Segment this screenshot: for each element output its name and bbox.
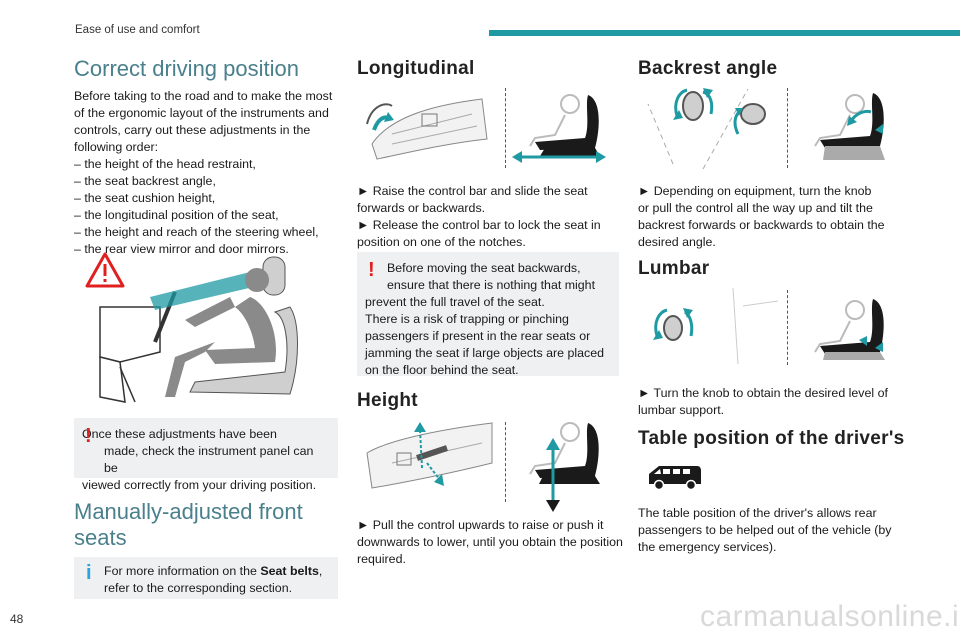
info-text: For more information on the	[104, 564, 261, 578]
info-note: i For more information on the Seat belts…	[74, 557, 338, 599]
section-title: Manually-adjusted front seats	[74, 499, 303, 551]
section-title-line: seats	[74, 525, 127, 550]
backrest-seat-diagram	[814, 93, 885, 160]
instruction-line: lumbar support.	[638, 403, 725, 417]
body-line: The table position of the driver's allow…	[638, 506, 877, 520]
body-line: passengers to be helped out of the vehic…	[638, 523, 892, 537]
backrest-text: ► Depending on equipment, turn the knob …	[638, 183, 908, 251]
height-heading: Height	[357, 390, 418, 411]
body-line: the emergency services).	[638, 540, 777, 554]
instruction-line: or pull the control all the way up and t…	[638, 201, 873, 215]
info-line: For more information on the Seat belts,	[104, 563, 328, 580]
warning-line: prevent the full travel of the seat.	[365, 295, 545, 309]
height-seat-control-illustration	[366, 422, 493, 489]
warning-line: Before moving the seat backwards,	[387, 261, 581, 275]
height-text: ► Pull the control upwards to raise or p…	[357, 517, 632, 568]
section-header: Ease of use and comfort	[75, 24, 200, 36]
intro-line: – the height of the head restraint,	[74, 157, 256, 171]
watermark: carmanualsonline.info	[700, 600, 960, 633]
info-line: refer to the corresponding section.	[104, 581, 293, 595]
header-accent-bar	[489, 30, 960, 36]
warning-line: Once these adjustments have been	[82, 427, 277, 441]
page-number: 48	[10, 612, 24, 626]
longitudinal-text: ► Raise the control bar and slide the se…	[357, 183, 627, 251]
intro-line: Before taking to the road and to make th…	[74, 89, 333, 103]
warning-line: on the floor behind the seat.	[365, 363, 519, 377]
instruction-line: forwards or backwards.	[357, 201, 486, 215]
instruction-line: ► Turn the knob to obtain the desired le…	[638, 386, 888, 400]
section-title-line: Manually-adjusted front	[74, 499, 303, 524]
instruction-line: ► Depending on equipment, turn the knob	[638, 184, 872, 198]
driving-position-illustration	[85, 252, 298, 403]
exclamation-icon: !	[368, 259, 375, 281]
instruction-line: downwards to lower, until you obtain the…	[357, 535, 623, 549]
instruction-line: ► Raise the control bar and slide the se…	[357, 184, 588, 198]
intro-line: – the seat cushion height,	[74, 191, 216, 205]
intro-line: of the ergonomic layout of the instrumen…	[74, 106, 329, 120]
intro-line: – the longitudinal position of the seat,	[74, 208, 279, 222]
divider	[787, 290, 788, 365]
table-position-heading: Table position of the driver's	[638, 428, 905, 449]
warning-triangle-icon	[85, 252, 125, 288]
longitudinal-seat-control-illustration	[366, 98, 488, 160]
intro-line: – the rear view mirror and door mirrors.	[74, 242, 289, 256]
longitudinal-seat-diagram	[512, 94, 606, 163]
longitudinal-heading: Longitudinal	[357, 58, 475, 79]
instruction-line: desired angle.	[638, 235, 716, 249]
warning-note-2: ! Before moving the seat backwards, ensu…	[357, 252, 619, 377]
info-text: ,	[318, 564, 323, 578]
lumbar-knob-illustration	[653, 287, 779, 365]
instruction-line: backrest forwards or backwards to obtain…	[638, 218, 885, 232]
warning-line: jamming the seat if large objects are pl…	[365, 346, 604, 360]
page-title: Correct driving position	[74, 56, 299, 81]
intro-line: controls, carry out these adjustments in…	[74, 123, 311, 137]
warning-line: passengers if present in the rear seats …	[365, 329, 591, 343]
instruction-line: required.	[357, 552, 406, 566]
lumbar-heading: Lumbar	[638, 258, 710, 279]
warning-line: made, check the instrument panel can be	[104, 444, 314, 475]
instruction-line: ► Release the control bar to lock the se…	[357, 218, 601, 232]
warning-line: There is a risk of trapping or pinching	[365, 312, 569, 326]
warning-note-1: ! Once these adjustments have been made,…	[74, 418, 338, 492]
exclamation-icon: !	[85, 425, 92, 447]
lumbar-text: ► Turn the knob to obtain the desired le…	[638, 385, 908, 419]
warning-line: ensure that there is nothing that might	[387, 278, 596, 292]
van-icon	[649, 466, 701, 491]
instruction-line: position on one of the notches.	[357, 235, 526, 249]
height-seat-diagram	[529, 422, 600, 512]
info-icon: i	[86, 562, 92, 584]
warning-line: viewed correctly from your driving posit…	[82, 478, 317, 492]
intro-line: – the seat backrest angle,	[74, 174, 216, 188]
intro-line: following order:	[74, 140, 159, 154]
divider	[787, 88, 788, 168]
lumbar-seat-diagram	[814, 299, 885, 360]
divider	[505, 422, 506, 502]
divider	[505, 88, 506, 168]
table-position-text: The table position of the driver's allow…	[638, 505, 918, 556]
backrest-control-illustration	[647, 88, 766, 170]
intro-text: Before taking to the road and to make th…	[74, 88, 344, 258]
intro-line: – the height and reach of the steering w…	[74, 225, 319, 239]
instruction-line: ► Pull the control upwards to raise or p…	[357, 518, 604, 532]
backrest-heading: Backrest angle	[638, 58, 778, 79]
info-bold-link-text: Seat belts	[260, 564, 319, 578]
